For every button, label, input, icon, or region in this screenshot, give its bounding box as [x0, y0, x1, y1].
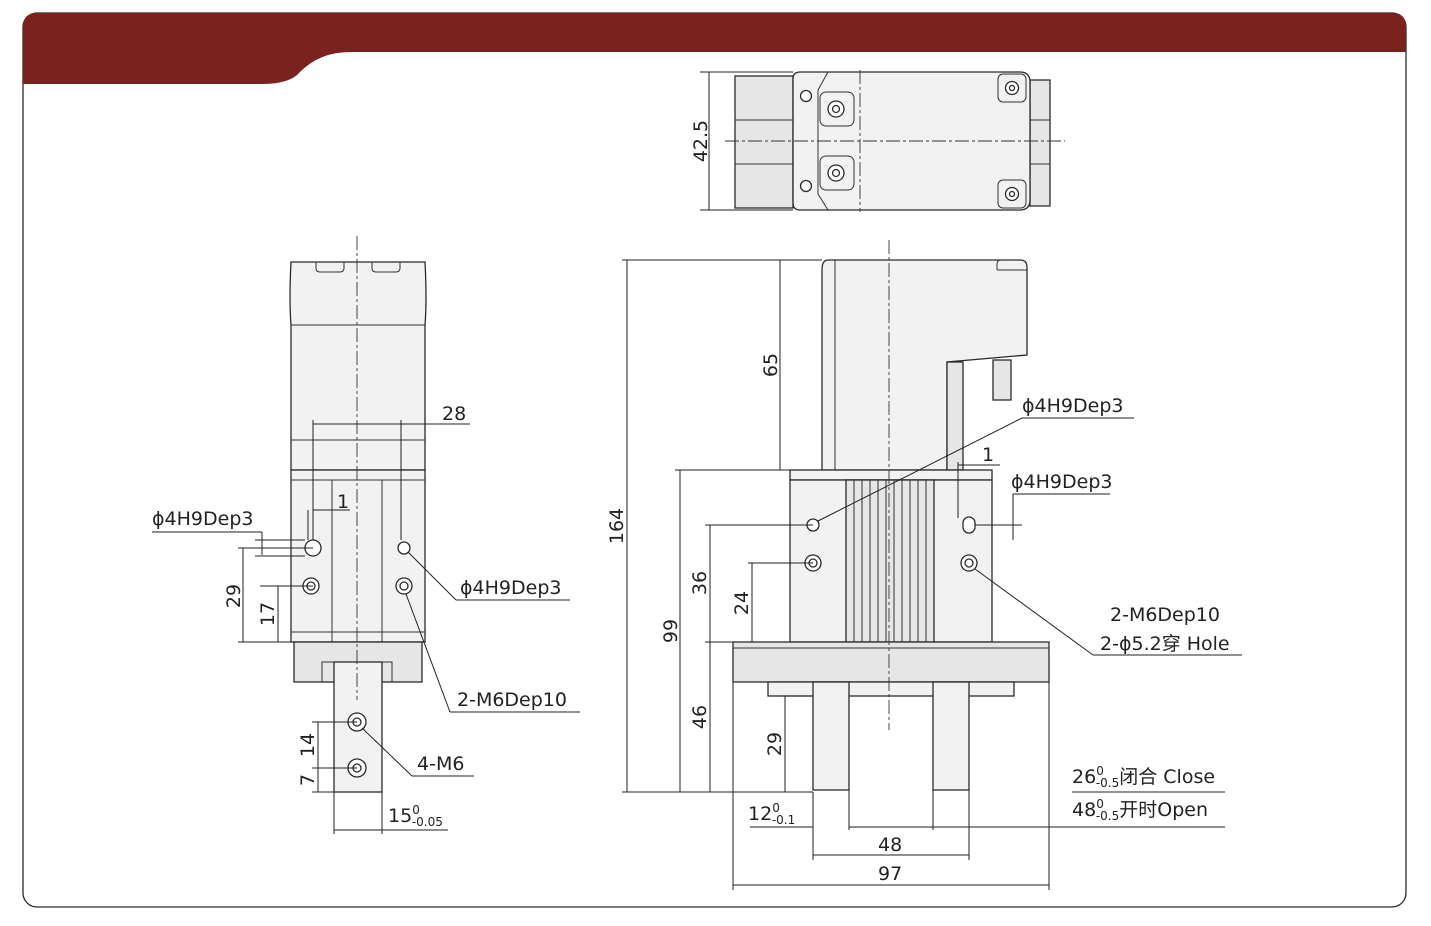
dim-28: 28	[442, 403, 466, 425]
dim-36: 36	[689, 571, 711, 595]
hole-label-right-front: ϕ4H9Dep3	[1011, 471, 1112, 493]
thread-label-m6dep10: 2-M6Dep10	[457, 689, 567, 711]
dim-17-left: 17	[257, 602, 279, 626]
dim-48: 48	[878, 834, 902, 856]
left-view	[152, 236, 580, 834]
jaw-width-tolerance: 150-0.05	[388, 803, 443, 829]
dim-164: 164	[606, 508, 628, 544]
hole-label-top-left: ϕ4H9Dep3	[152, 508, 253, 530]
dim-99: 99	[660, 619, 682, 643]
dim-97: 97	[878, 863, 902, 885]
hole-label-center: ϕ4H9Dep3	[1022, 395, 1123, 417]
dim-24: 24	[731, 591, 753, 615]
dim-65: 65	[760, 353, 782, 377]
dim-1-right: 1	[982, 444, 994, 466]
header-band	[23, 13, 1406, 84]
thread-label-4-m6: 4-M6	[417, 753, 464, 775]
dim-46: 46	[689, 705, 711, 729]
open-stroke-label: 480-0.5开时Open	[1072, 797, 1208, 823]
front-view	[622, 240, 1242, 890]
top-view	[700, 70, 1065, 212]
dim-29-front: 29	[764, 732, 786, 756]
dim-7: 7	[297, 774, 319, 786]
dim-14: 14	[297, 733, 319, 757]
close-stroke-label: 260-0.5闭合 Close	[1072, 764, 1215, 790]
dim-29-left: 29	[223, 584, 245, 608]
dim-1-left: 1	[337, 491, 349, 513]
thread-label-line1: 2-M6Dep10	[1110, 604, 1220, 626]
hole-label-right: ϕ4H9Dep3	[460, 577, 561, 599]
dim-42-5: 42.5	[690, 120, 712, 162]
thread-label-line2: 2-ϕ5.2穿 Hole	[1100, 633, 1230, 655]
jaw-depth-tolerance: 120-0.1	[748, 801, 795, 827]
ribbed-section	[845, 479, 935, 643]
